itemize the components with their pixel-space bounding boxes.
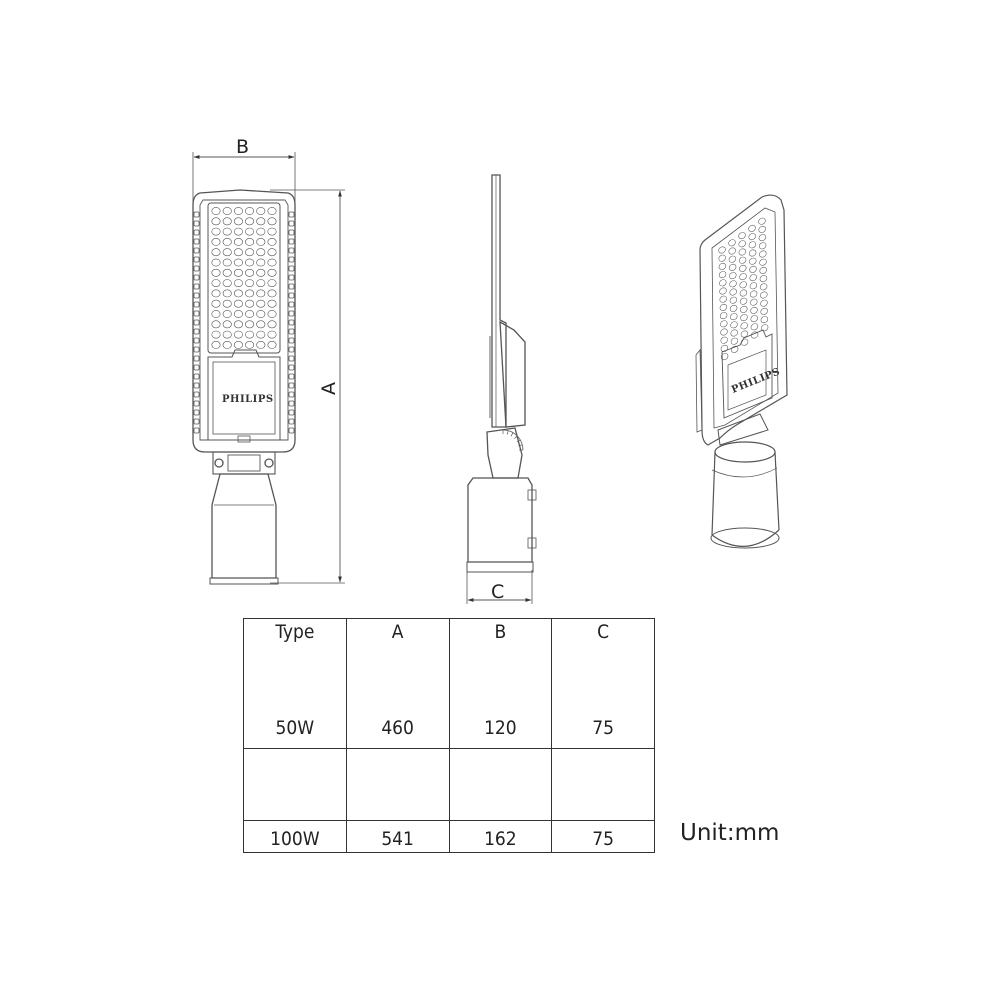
- dimension-a-label: A: [318, 382, 340, 395]
- cell-50w-c: 75: [551, 716, 655, 789]
- cell-50w-a: 460: [345, 716, 450, 789]
- table-row: 100W 541 162 75: [243, 820, 655, 853]
- brand-logo-front: PHILIPS: [222, 394, 274, 405]
- front-view: [192, 152, 345, 585]
- dimensions-table: Type A B C 50W 460 120 75 100W 541 162 7…: [243, 618, 655, 853]
- cell-100w-a: 541: [345, 820, 450, 853]
- dimension-b-label: B: [236, 136, 249, 158]
- cell-50w-type: 50W: [243, 716, 347, 789]
- cell-100w-c: 75: [551, 820, 655, 853]
- dimension-c-label: C: [491, 581, 504, 603]
- cell-100w-type: 100W: [243, 820, 347, 853]
- cell-50w-b: 120: [448, 716, 553, 789]
- cell-100w-b: 162: [448, 820, 553, 853]
- unit-label: Unit:mm: [680, 820, 780, 846]
- table-row: 50W 460 120 75: [243, 716, 655, 821]
- perspective-view: [695, 194, 788, 549]
- side-view: [466, 174, 537, 604]
- brand-logo-perspective: PHILIPS: [730, 366, 782, 396]
